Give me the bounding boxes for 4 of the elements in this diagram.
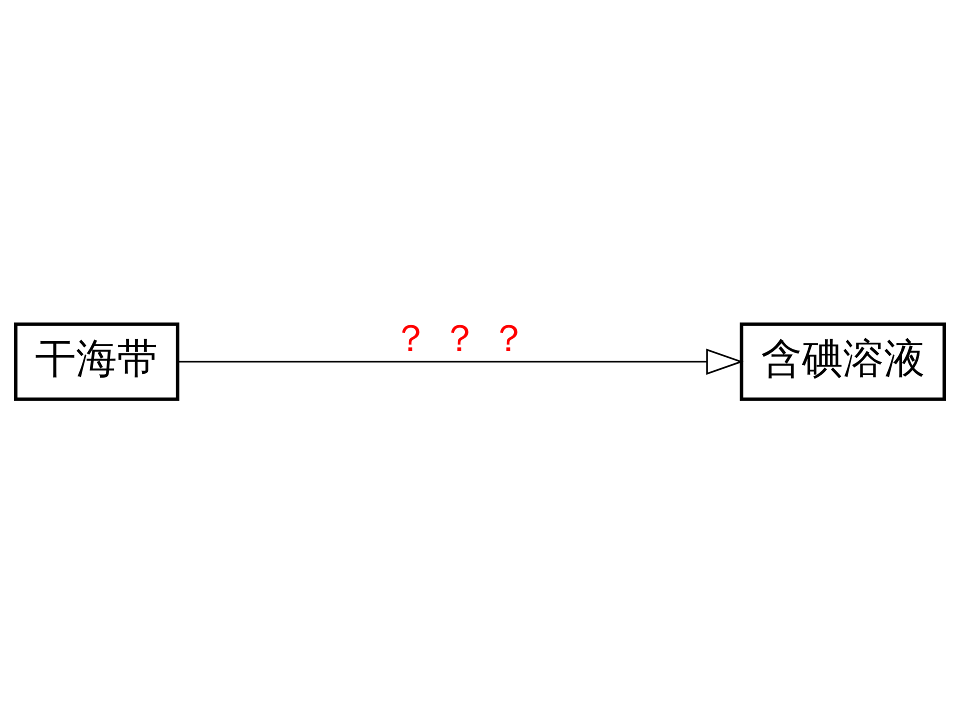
node-box: 含碘溶液 (740, 322, 946, 401)
edge-label: ？ ？ ？ (392, 316, 527, 360)
arrow (178, 348, 744, 375)
node-box: 干海带 (14, 322, 180, 401)
